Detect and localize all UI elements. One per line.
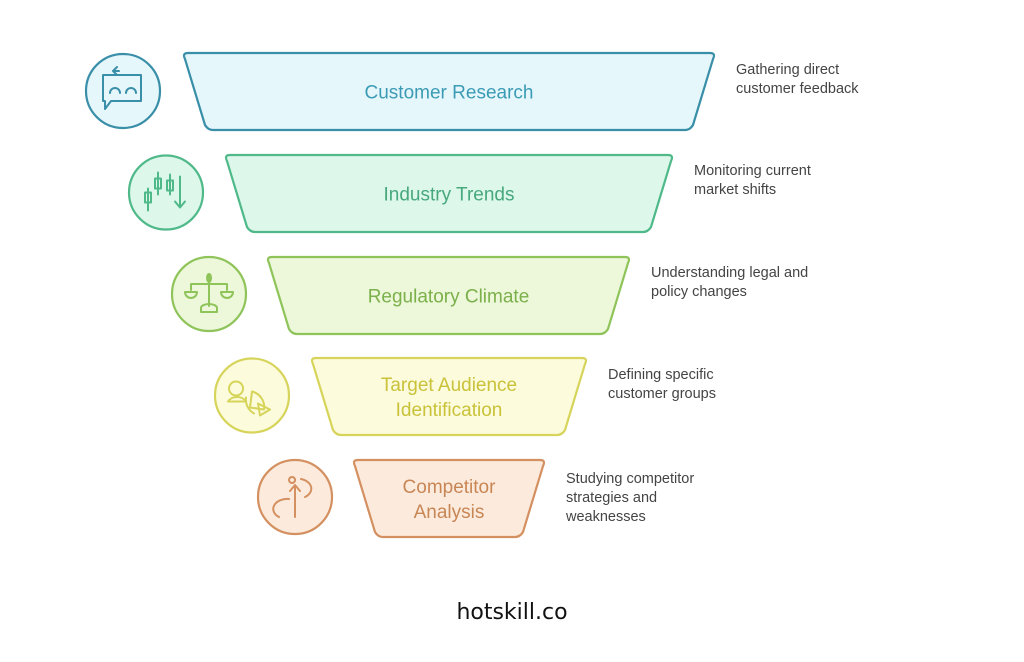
stage-shape (310, 356, 588, 437)
stage-description: Studying competitor strategies and weakn… (566, 471, 695, 525)
funnel-stage: Regulatory Climate (266, 255, 631, 336)
audience-pie-icon (213, 357, 291, 434)
stage-shape (266, 255, 631, 336)
strategy-path-icon (256, 458, 334, 536)
stage-label: Regulatory Climate (368, 287, 530, 308)
stage-description: Defining specific customer groups (608, 367, 716, 402)
stage-shape (224, 153, 674, 234)
stage-description: Monitoring current market shifts (694, 163, 811, 198)
stage-description: Understanding legal and policy changes (651, 265, 809, 300)
stage-label: Industry Trends (384, 185, 515, 206)
funnel-stage: Industry Trends (224, 153, 674, 234)
customer-chat-icon (84, 52, 162, 130)
stage-shape (182, 51, 716, 132)
funnel-stage: Customer Research (182, 51, 716, 132)
stage-shape (352, 458, 546, 539)
scales-icon (170, 255, 248, 333)
footer-brand: hotskill.co (456, 600, 568, 625)
candlestick-chart-icon (127, 154, 205, 231)
stage-description: Gathering direct customer feedback (736, 62, 859, 97)
stage-label: Customer Research (365, 83, 534, 104)
